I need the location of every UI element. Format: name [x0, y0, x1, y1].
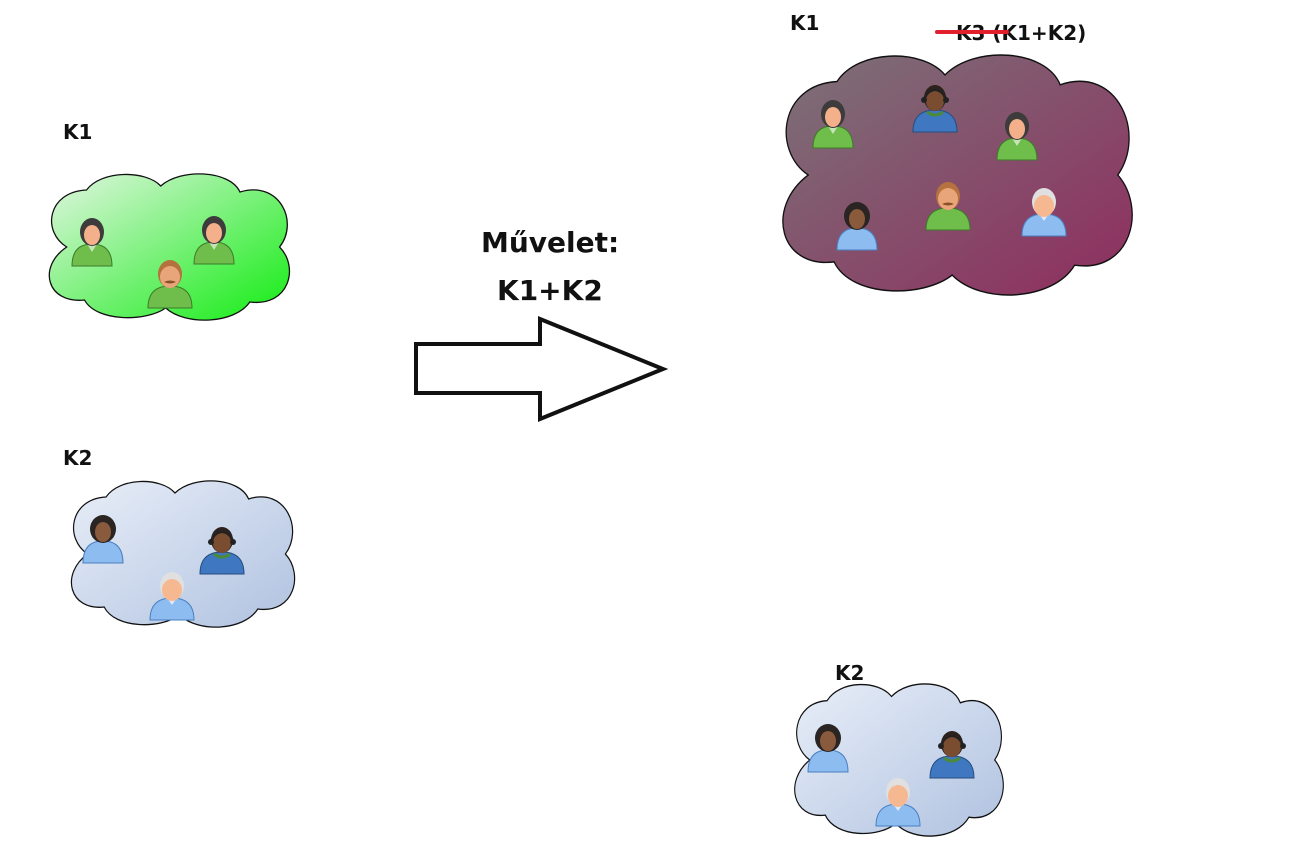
operation-title: Művelet:	[481, 226, 620, 259]
operation-arrow	[414, 316, 669, 422]
label-left-k2: K2	[63, 446, 93, 470]
group-left-k2	[70, 480, 296, 628]
group-right-k1-merged	[782, 54, 1134, 296]
label-right-k1: K1	[790, 11, 820, 35]
cloud-merged	[782, 54, 1134, 296]
label-right-k2: K2	[835, 661, 865, 685]
group-left-k1	[48, 173, 291, 321]
group-right-k2	[794, 683, 1004, 837]
strike-line	[935, 30, 1009, 34]
operation-formula: K1+K2	[497, 274, 603, 307]
k3-label-group: K3 (K1+K2)	[935, 21, 1086, 45]
label-left-k1: K1	[63, 120, 93, 144]
